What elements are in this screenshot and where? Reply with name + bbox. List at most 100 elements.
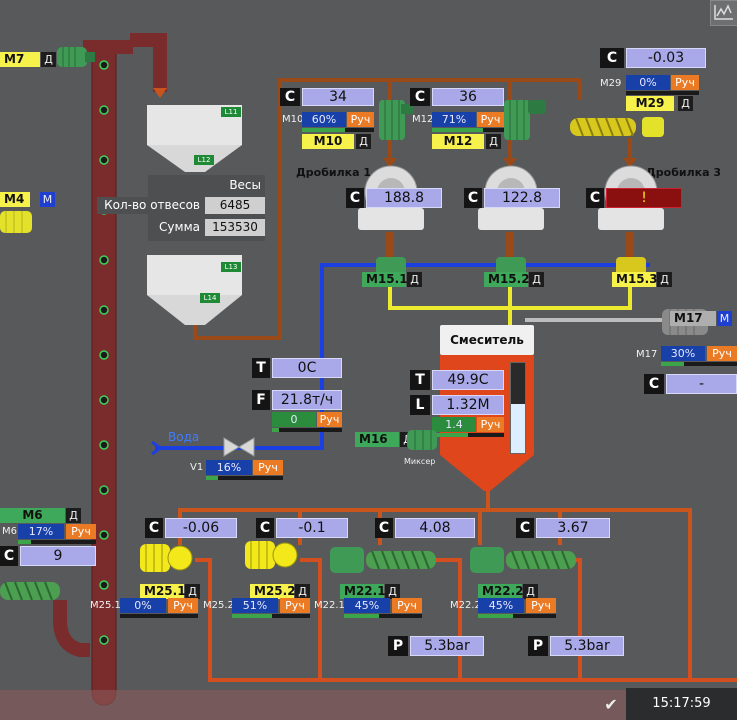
motor-m7-mode: Д: [41, 52, 56, 67]
motor-m12-label[interactable]: M12: [432, 134, 484, 149]
m25-2-c-value[interactable]: -0.1: [276, 518, 348, 538]
motor-m15-1-label[interactable]: M15.1: [362, 272, 408, 287]
water-f-value[interactable]: 21.8т/ч: [272, 390, 342, 410]
left-c-label: C: [0, 546, 18, 566]
mixer-t-label: T: [410, 370, 430, 390]
screw-conveyor-m22-2[interactable]: [470, 545, 580, 575]
water-f-manual-button[interactable]: Руч: [317, 412, 342, 427]
mixer-l-manual-button[interactable]: Руч: [477, 417, 504, 432]
motor-m15-2-label[interactable]: M15.2: [484, 272, 530, 287]
crusher-1-c-value[interactable]: 188.8: [366, 188, 442, 208]
motor-m15-3-icon[interactable]: [614, 255, 648, 277]
m17-speed-pct[interactable]: 30%: [661, 346, 705, 361]
motor-m22-2-label[interactable]: M22.2: [478, 584, 524, 599]
motor-m22-1-label[interactable]: M22.1: [340, 584, 386, 599]
mixer-t-value[interactable]: 49.9C: [432, 370, 504, 390]
motor-m4-label[interactable]: M4: [0, 192, 30, 207]
crusher-3-title: Дробилка 3: [646, 166, 722, 179]
pressure-2-value[interactable]: 5.3bar: [550, 636, 624, 656]
m22-1-c-value[interactable]: 4.08: [395, 518, 475, 538]
m12-manual-button[interactable]: Руч: [477, 112, 504, 127]
left-c-value[interactable]: 9: [20, 546, 96, 566]
motor-m15-1-mode: Д: [407, 272, 422, 287]
motor-m10-icon[interactable]: [375, 96, 415, 144]
m17-manual-button[interactable]: Руч: [707, 346, 737, 361]
mixer-l-value[interactable]: 1.32M: [432, 395, 504, 415]
water-t-value[interactable]: 0C: [272, 358, 342, 378]
mixer-level-gauge: [510, 362, 526, 454]
motor-m10-label[interactable]: M10: [302, 134, 354, 149]
m10-speed-pct[interactable]: 60%: [302, 112, 346, 127]
m10-manual-button[interactable]: Руч: [347, 112, 374, 127]
motor-m25-1-label[interactable]: M25.1: [140, 584, 186, 599]
m25-1-c-value[interactable]: -0.06: [165, 518, 237, 538]
pressure-1-value[interactable]: 5.3bar: [410, 636, 484, 656]
valve-v1-label: V1: [190, 462, 204, 473]
m6-short-label: M6: [2, 526, 17, 537]
motor-m15-1-icon[interactable]: [374, 255, 408, 277]
m29-manual-button[interactable]: Руч: [671, 75, 699, 90]
weigh-hopper: [147, 105, 242, 325]
m29-c-value[interactable]: -0.03: [626, 48, 706, 68]
screw-conveyor-m29[interactable]: [570, 112, 680, 142]
m22-2-c-value[interactable]: 3.67: [536, 518, 610, 538]
level-sensor-l13: L13: [221, 262, 241, 272]
m12-c-value[interactable]: 36: [432, 88, 504, 106]
motor-m25-1-mode: Д: [185, 584, 200, 599]
motor-m29-label[interactable]: M29: [626, 96, 674, 111]
m25-1-speed-pct[interactable]: 0%: [120, 598, 166, 613]
m12-speed-pct[interactable]: 71%: [432, 112, 476, 127]
m22-1-manual-button[interactable]: Руч: [392, 598, 422, 613]
motor-m16-label[interactable]: M16: [355, 432, 399, 447]
motor-m12-icon[interactable]: [500, 96, 550, 144]
clock: 15:17:59: [626, 688, 737, 720]
motor-m25-2-label[interactable]: M25.2: [250, 584, 296, 599]
valve-v1-manual-button[interactable]: Руч: [253, 460, 283, 475]
feed-yellow-line: [388, 285, 632, 330]
m22-2-short-label: M22.2: [450, 600, 481, 611]
feed-arrow: [153, 88, 167, 98]
crusher-3-c-value[interactable]: !: [606, 188, 682, 208]
water-f-setpoint[interactable]: 0: [272, 412, 316, 427]
mixer-motor-caption: Миксер: [404, 457, 436, 466]
water-line: [155, 263, 650, 450]
pump-m25-2-icon[interactable]: [243, 535, 305, 575]
motor-m15-3-label[interactable]: M15.3: [612, 272, 658, 287]
motor-m6-label[interactable]: M6: [0, 508, 65, 523]
valve-v1-pct[interactable]: 16%: [206, 460, 252, 475]
screw-conveyor-m22-1[interactable]: [330, 545, 440, 575]
motor-m17-label[interactable]: M17: [670, 311, 716, 326]
crusher-2-c-label: C: [464, 188, 482, 208]
weights-count-label: Кол-во отвесов: [97, 197, 203, 214]
m22-2-manual-button[interactable]: Руч: [526, 598, 556, 613]
motor-m4-icon[interactable]: [0, 208, 40, 236]
m17-c-value[interactable]: -: [666, 374, 737, 394]
m6-speed-pct[interactable]: 17%: [18, 524, 64, 539]
m10-c-label: C: [280, 88, 300, 106]
m22-1-speed-pct[interactable]: 45%: [344, 598, 390, 613]
checkmark-icon[interactable]: ✔: [604, 695, 618, 714]
crusher-3-c-label: C: [586, 188, 604, 208]
motor-m16-icon[interactable]: [403, 428, 443, 454]
elevator-buckets: [99, 60, 109, 645]
m6-manual-button[interactable]: Руч: [66, 524, 96, 539]
trend-chart-icon[interactable]: [710, 0, 737, 26]
motor-m7-label[interactable]: M7: [0, 52, 40, 67]
motor-m15-2-icon[interactable]: [494, 255, 528, 277]
valve-v1-icon[interactable]: [222, 436, 256, 458]
mixer-l-setpoint[interactable]: 1.4: [432, 417, 476, 432]
m22-2-speed-pct[interactable]: 45%: [478, 598, 524, 613]
m29-speed-pct[interactable]: 0%: [626, 75, 670, 90]
crusher-2-c-value[interactable]: 122.8: [484, 188, 560, 208]
crusher-feed-pipe: [193, 78, 582, 340]
pump-m25-1-icon[interactable]: [138, 538, 200, 578]
m25-1-c-label: C: [145, 518, 163, 538]
m25-2-manual-button[interactable]: Руч: [280, 598, 310, 613]
m25-1-manual-button[interactable]: Руч: [168, 598, 198, 613]
motor-m7-icon[interactable]: [57, 44, 97, 70]
m25-2-speed-pct[interactable]: 51%: [232, 598, 278, 613]
water-f-label: F: [252, 390, 270, 410]
m10-c-value[interactable]: 34: [302, 88, 374, 106]
motor-m22-1-mode: Д: [385, 584, 400, 599]
